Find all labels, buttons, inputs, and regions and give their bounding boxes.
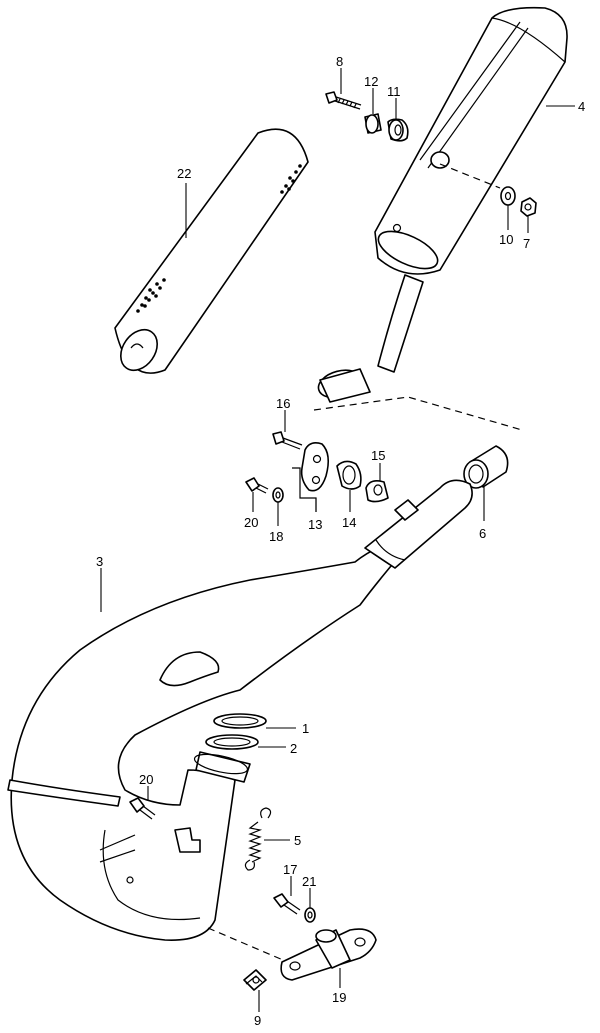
bolt-16 [272,431,303,450]
exhaust-chamber-3 [7,479,473,941]
callout-14: 14 [342,515,356,530]
callout-1: 1 [302,721,309,736]
bolt-8 [325,91,362,110]
callout-labels: 1 2 3 4 5 6 7 8 9 10 11 12 13 14 15 16 1… [96,54,585,1028]
bolt-20-upper [245,477,269,494]
gasket-2 [205,734,259,750]
bolt-17 [273,893,301,915]
heat-guard-22 [114,128,309,374]
callout-18: 18 [269,529,283,544]
spring-5 [244,807,272,871]
nut-7 [520,197,537,217]
callout-13: 13 [308,517,322,532]
callout-10: 10 [499,232,513,247]
grommet-11 [387,118,409,142]
callout-8: 8 [336,54,343,69]
callout-5: 5 [294,833,301,848]
gasket-1 [213,713,267,729]
callout-9: 9 [254,1013,261,1028]
seal-6 [463,445,509,489]
callout-11: 11 [387,84,401,99]
grommet-14 [336,460,362,490]
callout-17: 17 [283,862,297,877]
callout-4: 4 [578,99,585,114]
spacer-12 [364,113,382,134]
clip-9 [243,969,267,991]
washer-18 [272,487,284,503]
callout-20-lower: 20 [139,772,153,787]
bracket-19 [280,928,377,981]
washer-10 [500,186,516,206]
silencer-4 [317,6,568,403]
callout-21: 21 [302,874,316,889]
collar-15 [365,480,389,503]
callout-16: 16 [276,396,290,411]
callout-3: 3 [96,554,103,569]
callout-7: 7 [523,236,530,251]
bolt-20-lower [129,797,156,820]
callout-15: 15 [371,448,385,463]
callout-19: 19 [332,990,346,1005]
callout-22: 22 [177,166,191,181]
bracket-13 [292,442,330,512]
washer-21 [304,907,316,923]
callout-12: 12 [364,74,378,89]
callout-6: 6 [479,526,486,541]
callout-20-upper: 20 [244,515,258,530]
callout-2: 2 [290,741,297,756]
